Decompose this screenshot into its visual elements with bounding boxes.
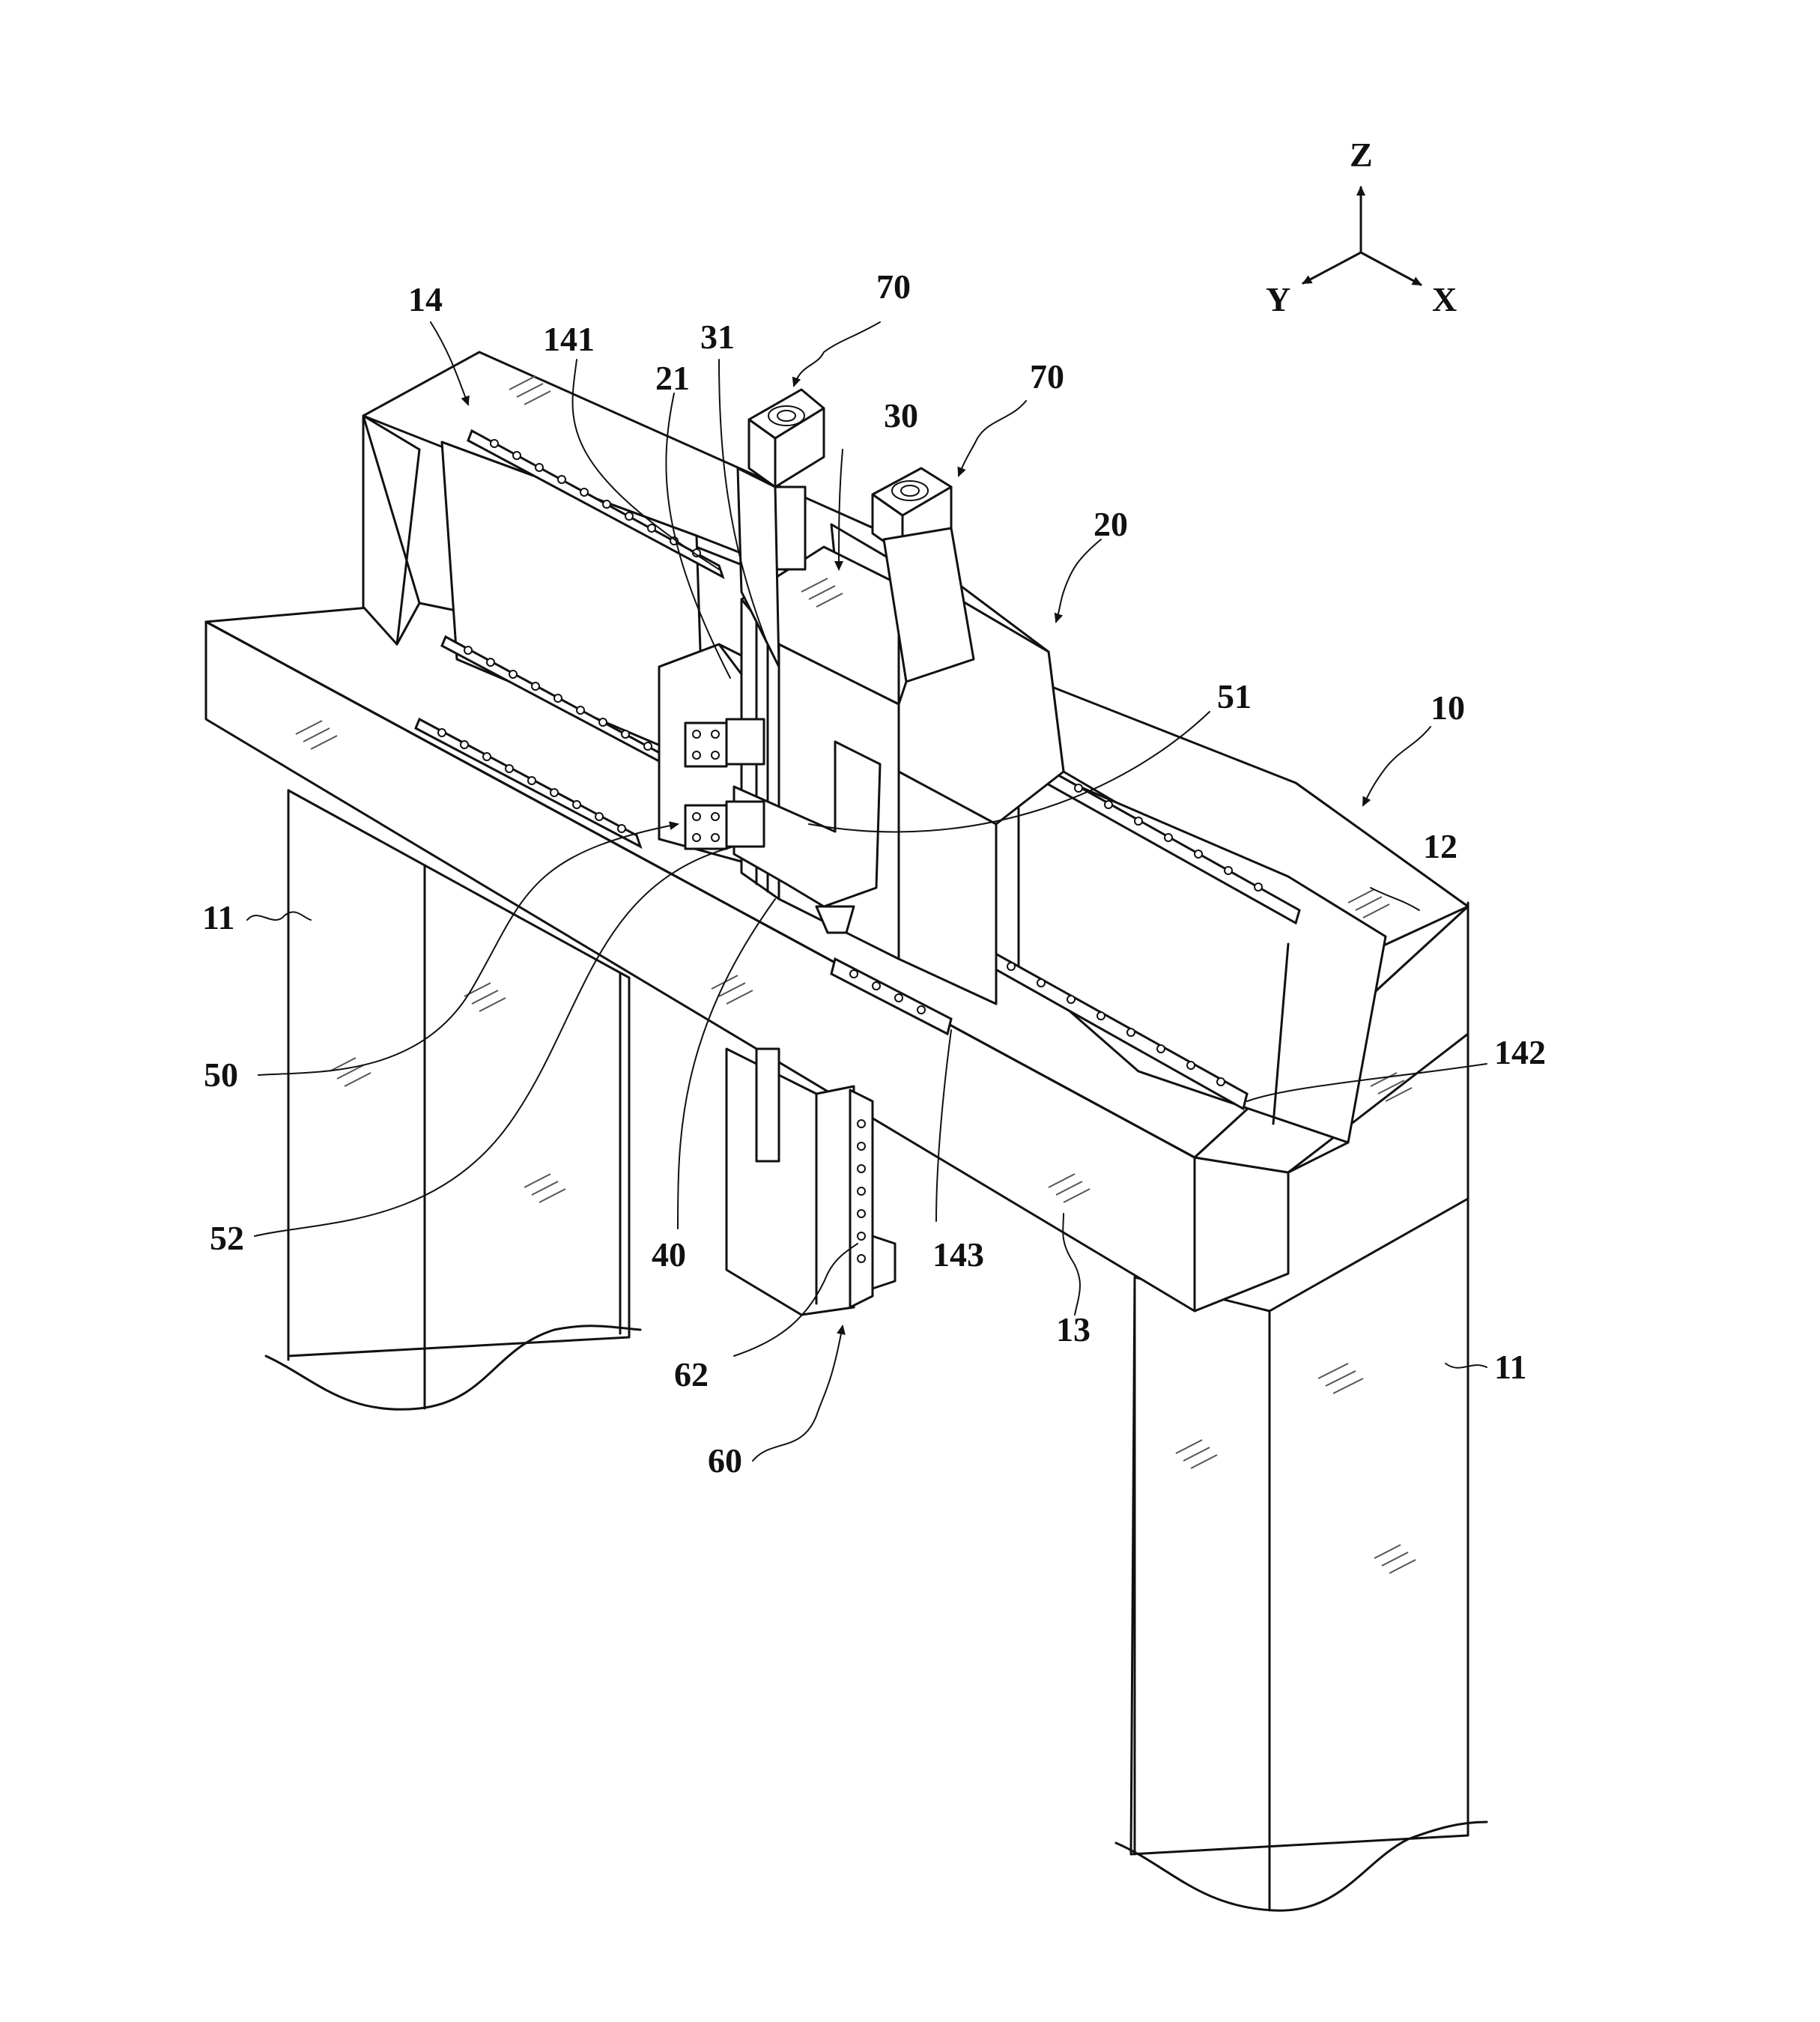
label-40: 40	[652, 1235, 686, 1274]
label-52: 52	[210, 1219, 244, 1257]
label-31: 31	[700, 318, 735, 356]
label-60: 60	[708, 1441, 742, 1480]
axis-label-y: Y	[1266, 280, 1290, 318]
label-62: 62	[674, 1355, 709, 1393]
label-13: 13	[1056, 1310, 1091, 1348]
label-51: 51	[1217, 677, 1252, 715]
label-10: 10	[1431, 688, 1465, 727]
label-14: 14	[408, 280, 443, 318]
label-142: 142	[1494, 1033, 1546, 1071]
label-11-left: 11	[202, 898, 234, 936]
label-11-right: 11	[1494, 1348, 1526, 1386]
label-141: 141	[543, 320, 595, 358]
label-30: 30	[884, 396, 918, 435]
label-20: 20	[1093, 505, 1128, 543]
label-70b: 70	[1030, 357, 1064, 396]
label-50: 50	[204, 1056, 238, 1094]
axis-label-x: X	[1432, 280, 1457, 318]
axis-label-z: Z	[1350, 136, 1373, 174]
label-143: 143	[932, 1235, 984, 1274]
label-21: 21	[655, 359, 690, 397]
axis-indicator: Z Y X	[1266, 136, 1457, 318]
label-70a: 70	[876, 267, 911, 306]
label-12: 12	[1423, 827, 1457, 865]
